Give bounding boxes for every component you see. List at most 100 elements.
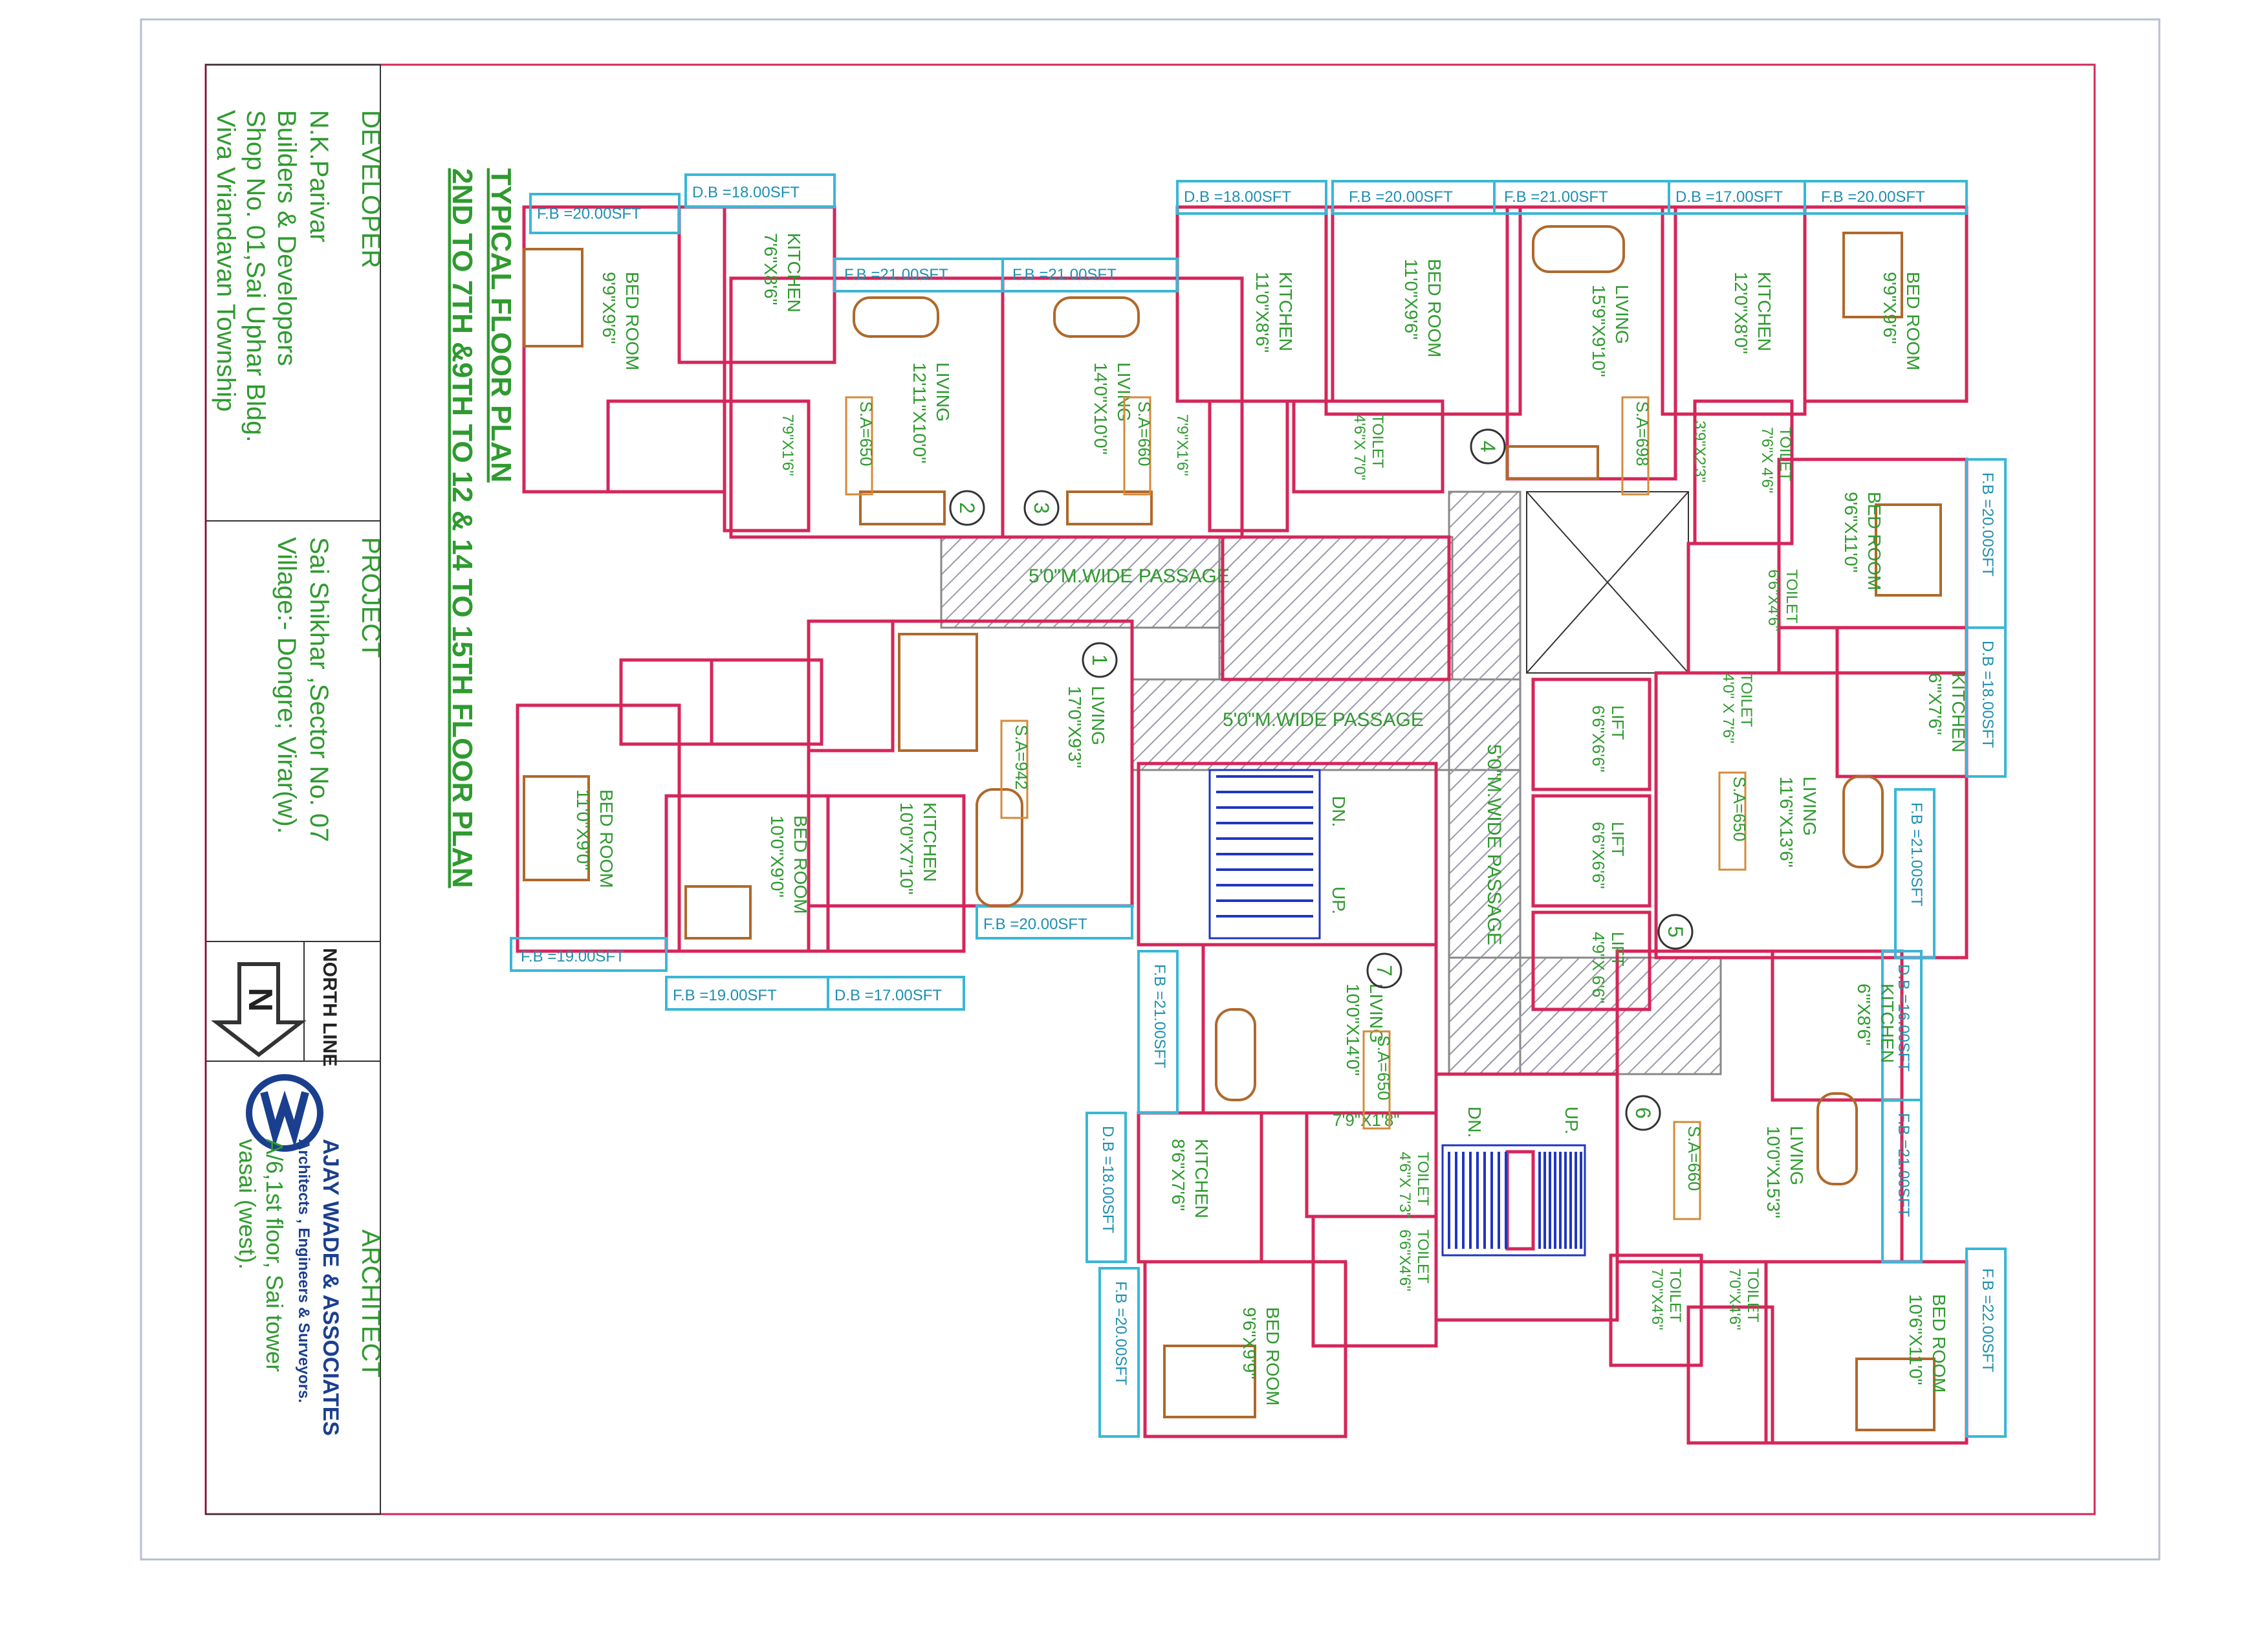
flat-sa: S.A=698 — [1633, 401, 1652, 466]
duct-cross — [1526, 491, 1689, 674]
room-outline — [807, 619, 1134, 908]
room-outline — [1292, 399, 1445, 494]
room-name: BED ROOM — [791, 815, 811, 914]
toilet-name: TOILET — [1414, 1229, 1432, 1284]
toilet-name: TOILET — [1414, 1152, 1432, 1206]
lift-size: 6'6"X6'6" — [1589, 822, 1608, 889]
room-outline — [1771, 949, 1904, 1102]
room-size: 17'0"X9'3" — [1065, 686, 1085, 768]
balcony-label: F.B =22.00SFT — [1979, 1268, 1996, 1372]
balcony-outline — [1965, 626, 2007, 778]
north-heading: NORTH LINE — [319, 948, 340, 1066]
room-outline — [1803, 205, 1968, 403]
room-size: 11'6"X13'6" — [1776, 776, 1796, 868]
project-line: Village:- Dongre; Virar(w). — [272, 537, 301, 834]
balcony-label: F.B =21.00SFT — [844, 266, 948, 283]
flat-number: 1 — [1088, 654, 1111, 666]
balcony-label: D.B =18.00SFT — [692, 184, 800, 201]
balcony-outline — [1804, 180, 1968, 215]
balcony-outline — [976, 905, 1133, 940]
room-size: 9'9"X9'6" — [599, 272, 619, 344]
balcony-outline — [1894, 788, 1935, 959]
room-size: 12'11"X10'0" — [910, 362, 930, 463]
developer-line: N.K.Parivar — [305, 110, 333, 243]
developer-line: Builders & Developers — [272, 110, 301, 366]
balcony-outline — [827, 976, 965, 1011]
room-outline — [1686, 542, 1781, 675]
room-size: 6'"X8'6" — [1854, 984, 1874, 1046]
flat-number: 6 — [1631, 1107, 1655, 1119]
architect-name: AJAY WADE & ASSOCIATES — [318, 1139, 343, 1436]
room-outline — [710, 658, 823, 746]
sofa-icon — [1816, 1092, 1858, 1185]
balcony-label: D.B =18.00SFT — [1979, 641, 1996, 748]
plan-subtitle: 2ND TO 7TH &9TH TO 12 & 14 TO 15TH FLOOR… — [446, 168, 478, 888]
bed-icon — [1855, 1358, 1935, 1431]
balcony-label: F.B =20.00SFT — [1979, 472, 1996, 577]
sa-box — [1000, 720, 1029, 819]
balcony-outline — [510, 937, 668, 972]
sa-box — [1123, 396, 1151, 496]
balcony-outline — [529, 193, 681, 234]
balcony-labels: F.B =20.00SFT D.B =18.00SFT F.B =21.00SFT F… — [521, 184, 1996, 1385]
architect-tagline: Architects , Engineers & Surveyors. — [295, 1139, 312, 1403]
room-name: BED ROOM — [1903, 272, 1923, 370]
room-size: 9'9"X9'6" — [1880, 272, 1900, 344]
sa-box — [845, 396, 873, 496]
flat-sa: S.A=942 — [1012, 725, 1031, 789]
flat-number-circle — [949, 490, 985, 526]
stair-label: UP. — [1562, 1106, 1582, 1134]
room-name: LIVING — [1088, 686, 1108, 745]
sofa-icon — [1842, 775, 1884, 868]
room-name: KITCHEN — [1276, 272, 1296, 351]
room-size: 15'9"X9'10" — [1589, 285, 1609, 377]
room-outline — [1221, 535, 1451, 681]
balcony-label: F.B =21.00SFT — [1895, 1113, 1912, 1217]
plan-title: TYPICAL FLOOR PLAN — [485, 168, 517, 483]
room-name: KITCHEN — [1877, 984, 1897, 1063]
room-outline — [1001, 276, 1244, 539]
misc-size: 3'9"X2'3" — [1691, 421, 1708, 483]
balcony-outline — [1881, 1099, 1923, 1263]
toilet-name: TOILET — [1738, 673, 1755, 727]
flat-number: 4 — [1476, 441, 1499, 452]
room-outline — [723, 399, 811, 533]
room-name: BED ROOM — [1424, 259, 1445, 357]
lift-name: LIFT — [1608, 822, 1628, 857]
room-name: KITCHEN — [920, 802, 940, 882]
sofa-icon — [853, 296, 939, 338]
staircase-upper — [1208, 769, 1321, 940]
stair-label: DN. — [1329, 796, 1349, 827]
room-size: 14'0"X10'0" — [1091, 362, 1111, 455]
toilet-name: TOILET — [1783, 569, 1800, 624]
room-outline — [1311, 1215, 1438, 1348]
lift-outline — [1531, 677, 1652, 791]
walls — [516, 205, 1968, 1445]
toilet-name: TOILET — [1776, 427, 1794, 481]
passage-label: 5'0"M.WIDE PASSAGE — [1223, 709, 1424, 731]
toilet-size: 6'6"X4'6" — [1396, 1229, 1413, 1292]
dining-table-icon — [898, 633, 978, 752]
architect-heading: ARCHITECT — [356, 1229, 385, 1378]
toilet-name: TOILET — [1666, 1268, 1684, 1323]
room-name: KITCHEN — [1754, 272, 1774, 351]
room-outline — [1654, 671, 1968, 960]
flat-sa: S.A=660 — [1135, 401, 1154, 466]
balcony-outline — [1965, 1248, 2007, 1438]
project-heading: PROJECT — [356, 537, 385, 658]
balcony-label: F.B =19.00SFT — [521, 948, 625, 965]
passage-label: 5'0"M.WIDE PASSAGE — [1483, 744, 1505, 945]
lift-name: LIFT — [1608, 932, 1628, 967]
tv-unit-icon — [1066, 490, 1153, 525]
room-size: 6'"X7'6" — [1925, 673, 1945, 735]
balcony-label: F.B =20.00SFT — [1349, 188, 1453, 206]
room-outline — [664, 794, 830, 953]
sa-box — [1673, 1121, 1701, 1220]
toilet-size: 6'6"X4'6" — [1765, 569, 1782, 632]
flat-number: 5 — [1664, 926, 1687, 938]
room-name: LIVING — [1800, 776, 1820, 836]
lift-outline — [1531, 794, 1652, 908]
stair-label: UP. — [1329, 886, 1349, 914]
